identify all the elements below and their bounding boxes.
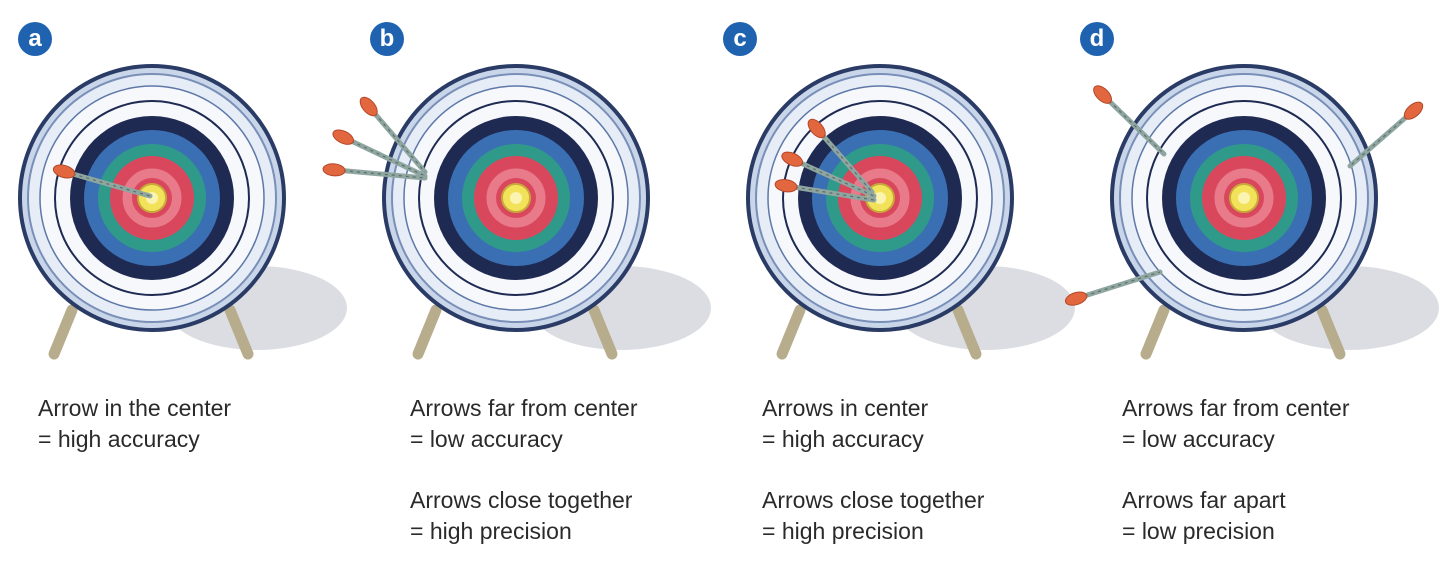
caption-a: Arrow in the center = high accuracy [38, 393, 231, 455]
target-a-leg-left [48, 304, 78, 360]
arrow-b-3-fletching [322, 163, 346, 177]
caption-d-accuracy-1: Arrows far from center [1122, 395, 1350, 421]
target-b-leg-left [412, 304, 442, 360]
arrow-b-2-fletching [332, 129, 354, 145]
target-d-leg-left [1140, 304, 1170, 360]
panel-label-b: b [370, 22, 404, 56]
panel-label-d: d [1080, 22, 1114, 56]
caption-d-precision-2: = low precision [1122, 518, 1275, 544]
arrow-c-3-shaft-detail [787, 185, 875, 201]
arrow-b-3-shaft-detail [335, 169, 426, 179]
caption-d-precision-1: Arrows far apart [1122, 487, 1286, 513]
caption-c-precision-1: Arrows close together [762, 487, 985, 513]
arrow-a-1-shaft-detail [65, 171, 151, 197]
caption-a-accuracy-2: = high accuracy [38, 426, 200, 452]
arrow-d-3-fletching [1064, 291, 1088, 306]
panel-label-a: a [18, 22, 52, 56]
arrow-b-1-fletching [359, 96, 378, 117]
caption-c-precision-2: = high precision [762, 518, 924, 544]
target-c-bullseye-center [874, 192, 886, 204]
arrow-d-3-shaft-detail [1077, 271, 1161, 299]
arrow-c-2-fletching [781, 151, 804, 167]
caption-a-accuracy-1: Arrow in the center [38, 395, 232, 421]
target-a-leg-right [224, 304, 254, 360]
caption-b-accuracy-2: = low accuracy [410, 426, 563, 452]
arrow-d-2-fletching [1403, 101, 1424, 120]
arrow-d-2-shaft [1347, 109, 1415, 169]
caption-c-accuracy-1: Arrows in center [762, 395, 929, 421]
target-b-leg-right [588, 304, 618, 360]
arrow-d-1-shaft [1101, 93, 1167, 157]
arrow-c-2-shaft-detail [793, 159, 875, 197]
caption-b-precision-2: = high precision [410, 518, 572, 544]
caption-b: Arrows far from center = low accuracy Ar… [410, 393, 638, 547]
arrow-a-1-fletching [52, 164, 76, 179]
target-d-leg-right [1316, 304, 1346, 360]
arrow-d-1-fletching [1093, 85, 1113, 104]
caption-d: Arrows far from center = low accuracy Ar… [1122, 393, 1350, 547]
target-c-leg-left [776, 304, 806, 360]
arrow-b-1-shaft-detail [369, 107, 426, 173]
target-b-bullseye-center [510, 192, 522, 204]
caption-c: Arrows in center = high accuracy Arrows … [762, 393, 984, 547]
arrow-c-1-fletching [807, 118, 826, 139]
caption-b-precision-1: Arrows close together [410, 487, 633, 513]
arrow-c-1-shaft [815, 127, 875, 195]
target-c-leg-right [952, 304, 982, 360]
caption-c-accuracy-2: = high accuracy [762, 426, 924, 452]
target-d-bullseye-center [1238, 192, 1250, 204]
panel-label-c: c [723, 22, 757, 56]
caption-b-accuracy-1: Arrows far from center [410, 395, 638, 421]
arrow-c-3-fletching [774, 178, 798, 193]
arrow-b-2-shaft-detail [344, 137, 426, 177]
caption-d-accuracy-2: = low accuracy [1122, 426, 1275, 452]
